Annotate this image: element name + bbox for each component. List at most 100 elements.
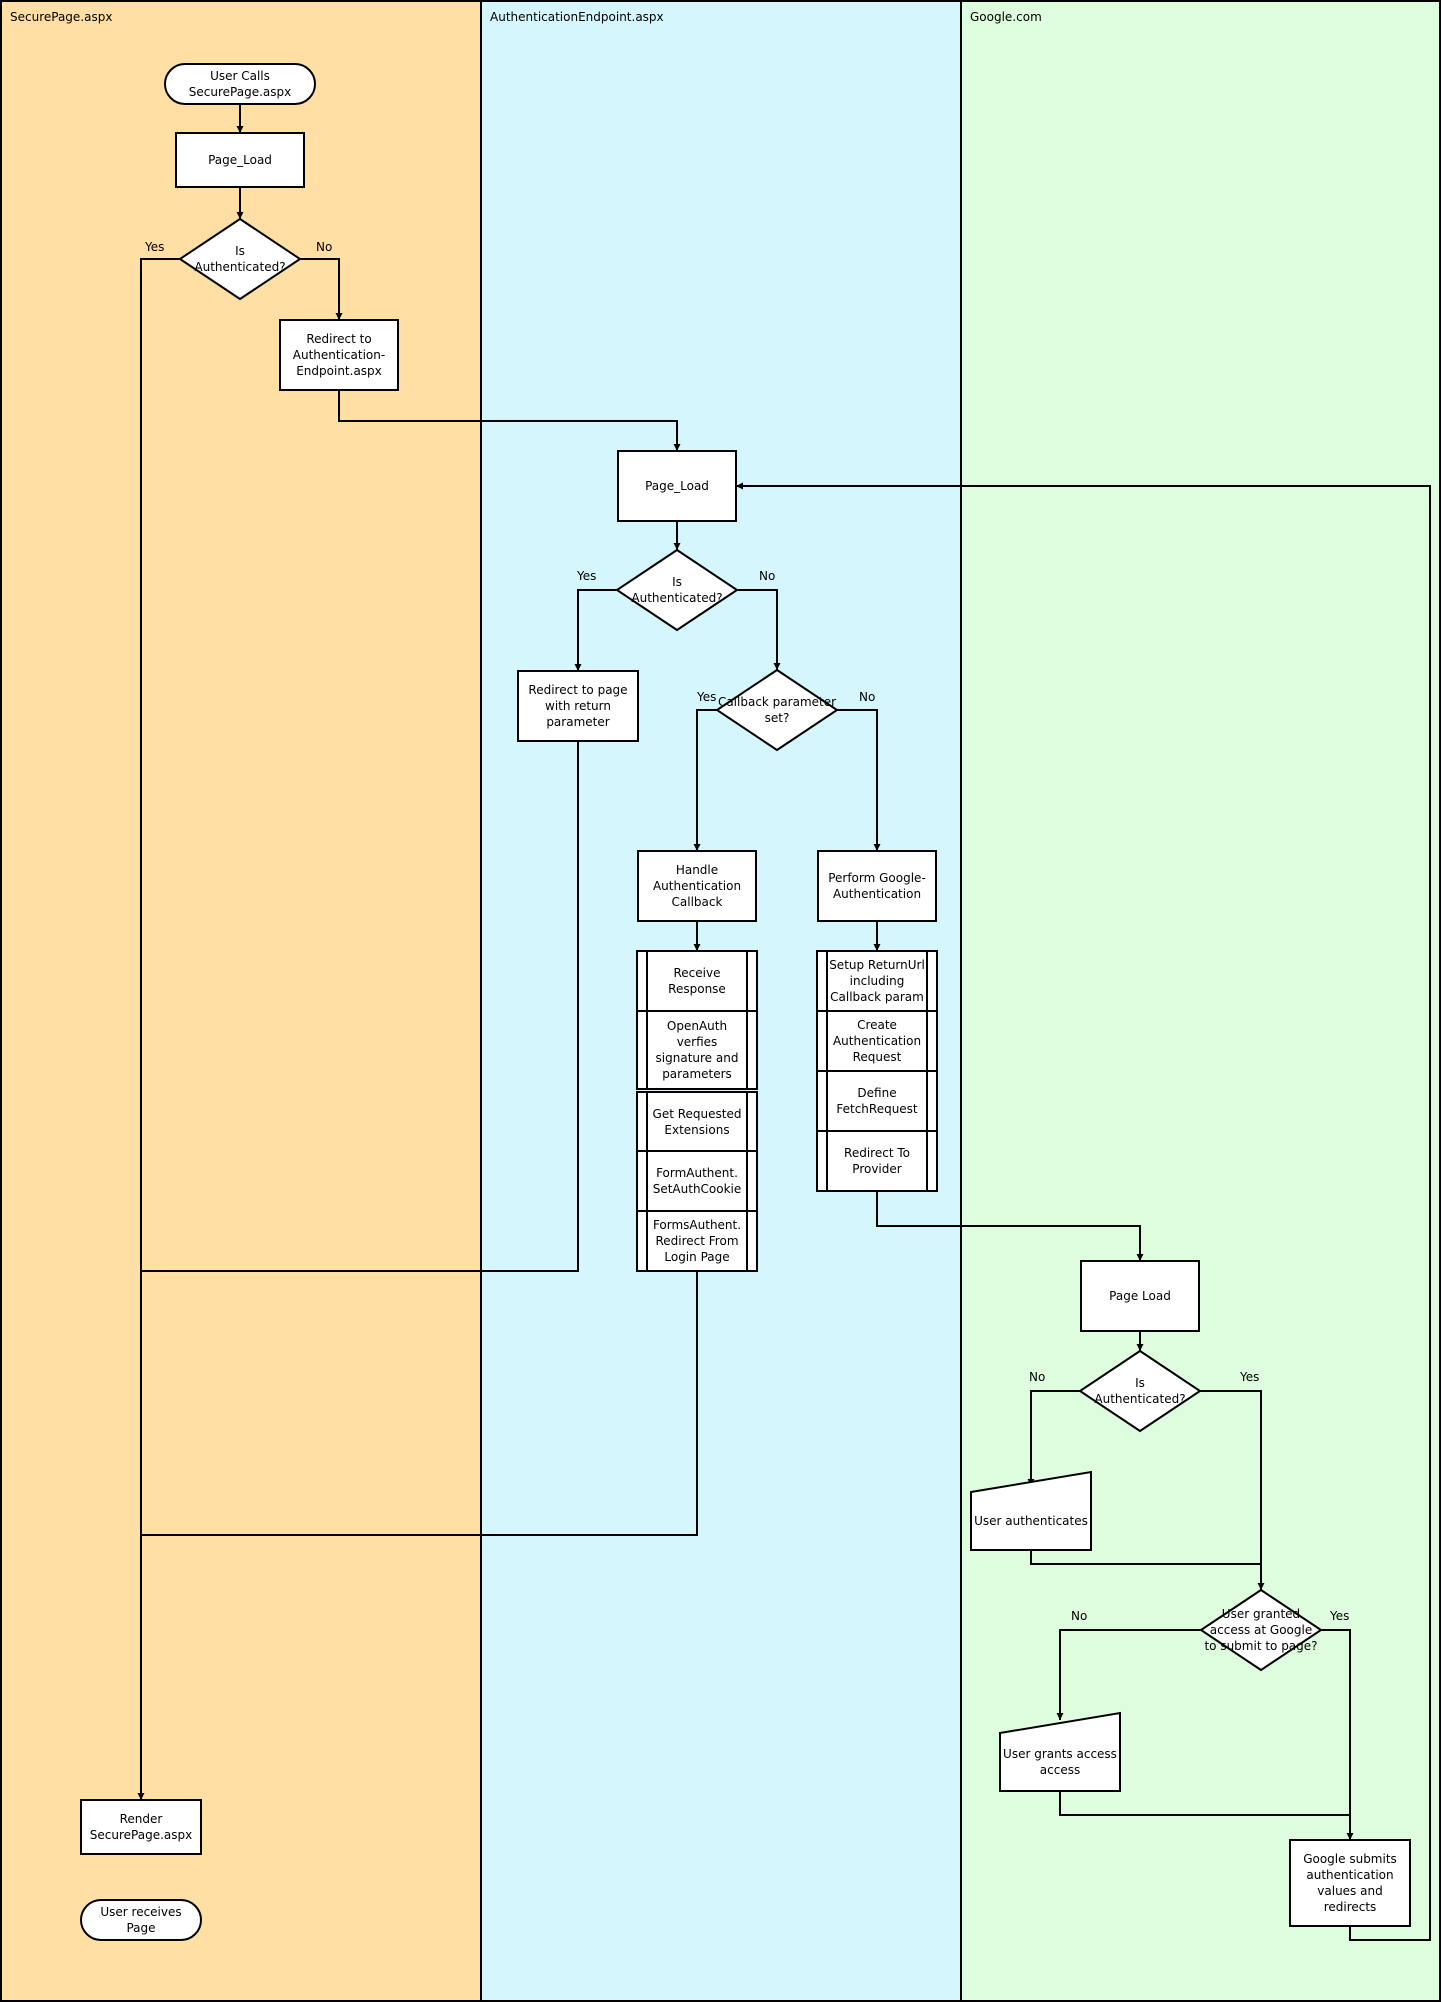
node-label: Perform Google- <box>828 871 926 885</box>
process-box <box>279 319 399 391</box>
node-label: Provider <box>852 1162 901 1176</box>
process-box <box>637 850 757 922</box>
decision-diamond <box>615 548 739 632</box>
node-g-load: Page Load <box>1080 1260 1200 1332</box>
subprocess-box <box>816 1130 938 1192</box>
node-label: Page Load <box>1109 1289 1171 1303</box>
node-s-load: Page_Load <box>175 132 305 188</box>
edge-google-yes-to-granted <box>1200 1390 1265 1590</box>
process-box <box>617 450 737 522</box>
edge-auth-yes-to-redirect <box>574 589 617 671</box>
process-box <box>1080 1260 1200 1332</box>
node-g-submit: Google submits authentication values and re… <box>1289 1839 1411 1927</box>
subprocess-box <box>636 1010 758 1090</box>
node-label: Is <box>1135 1376 1145 1390</box>
edge-redirect-page-back <box>141 741 579 1272</box>
node-a-sub9: Redirect To Provider <box>816 1130 938 1192</box>
node-label: Google submits <box>1303 1852 1397 1866</box>
connectors <box>137 104 1431 1941</box>
edge-decision-yes-to-render <box>137 258 180 1800</box>
node-label: set? <box>765 711 790 725</box>
lane-title: Google.com <box>970 10 1042 24</box>
edge-granted-yes-to-submit <box>1321 1629 1354 1840</box>
process-box <box>175 132 305 188</box>
node-a-perform: Perform Google- Authentication <box>817 850 937 922</box>
process-box <box>817 850 937 922</box>
edge-forms-redirect-back <box>141 1271 698 1536</box>
lane-background <box>0 0 482 2002</box>
subprocess-box <box>636 1210 758 1272</box>
edge-redirect-to-auth-load <box>338 390 681 451</box>
terminal-shape <box>164 63 316 105</box>
node-label: User granted <box>1222 1607 1300 1621</box>
node-label: Page <box>126 1921 155 1935</box>
edge-granted-no-to-grants <box>1056 1629 1201 1720</box>
node-label: Authenticated? <box>194 260 285 274</box>
node-label: Authentication <box>833 887 921 901</box>
node-label: parameter <box>546 715 609 729</box>
branch-label-a-cb-no: No <box>859 690 875 704</box>
edge-decision-no-to-redirect <box>300 258 343 320</box>
decision-diamond <box>1199 1588 1323 1672</box>
node-label: SetAuthCookie <box>653 1182 742 1196</box>
node-label: Redirect To <box>844 1146 910 1160</box>
node-label: Redirect From <box>655 1234 738 1248</box>
node-label: OpenAuth <box>667 1019 727 1033</box>
terminal-shape <box>80 1899 202 1941</box>
node-label: Is <box>235 244 245 258</box>
flow-nodes: User CallsSecurePage.aspxPage_LoadIsAuth… <box>80 63 1411 1941</box>
node-label: Get Requested <box>653 1107 742 1121</box>
node-label: Extensions <box>664 1123 729 1137</box>
node-label: Request <box>853 1050 902 1064</box>
node-g-grants: User grants access access <box>999 1711 1121 1792</box>
branch-label-s-no: No <box>316 240 332 254</box>
node-label: FormsAuthent. <box>653 1218 741 1232</box>
node-label: authentication <box>1306 1868 1393 1882</box>
decision-diamond <box>715 668 839 752</box>
node-label: Endpoint.aspx <box>296 364 382 378</box>
node-label: access <box>1040 1763 1080 1777</box>
node-label: Authenticated? <box>1094 1392 1185 1406</box>
branch-label-a-cb-yes: Yes <box>696 690 716 704</box>
node-label: User grants access <box>1003 1747 1117 1761</box>
lane-title: AuthenticationEndpoint.aspx <box>490 10 664 24</box>
node-label: values and <box>1317 1884 1382 1898</box>
node-label: Callback <box>672 895 723 909</box>
node-label: Page_Load <box>208 153 272 167</box>
subprocess-box <box>636 1150 758 1212</box>
branch-label-a-yes: Yes <box>576 569 596 583</box>
decision-diamond <box>1078 1349 1202 1433</box>
manual-input-shape <box>999 1711 1121 1792</box>
node-label: Page_Load <box>645 479 709 493</box>
node-label: Handle <box>676 863 718 877</box>
node-label: Create <box>857 1018 897 1032</box>
node-label: to submit to page? <box>1204 1639 1317 1653</box>
subprocess-box <box>636 1091 758 1153</box>
node-label: Authenticated? <box>631 591 722 605</box>
subprocess-box <box>816 1010 938 1072</box>
node-a-load: Page_Load <box>617 450 737 522</box>
edge-google-no-to-user-auth <box>1027 1390 1080 1486</box>
branch-label-g-yes: Yes <box>1239 1370 1259 1384</box>
node-label: Callback parameter <box>718 695 836 709</box>
node-label: redirects <box>1324 1900 1377 1914</box>
node-label: verfies <box>677 1035 718 1049</box>
node-label: FormAuthent. <box>656 1166 738 1180</box>
lane-title: SecurePage.aspx <box>10 10 112 24</box>
node-label: Is <box>672 575 682 589</box>
decision-diamond <box>178 217 302 301</box>
node-label: User Calls <box>210 69 270 83</box>
subprocess-box <box>816 1070 938 1132</box>
